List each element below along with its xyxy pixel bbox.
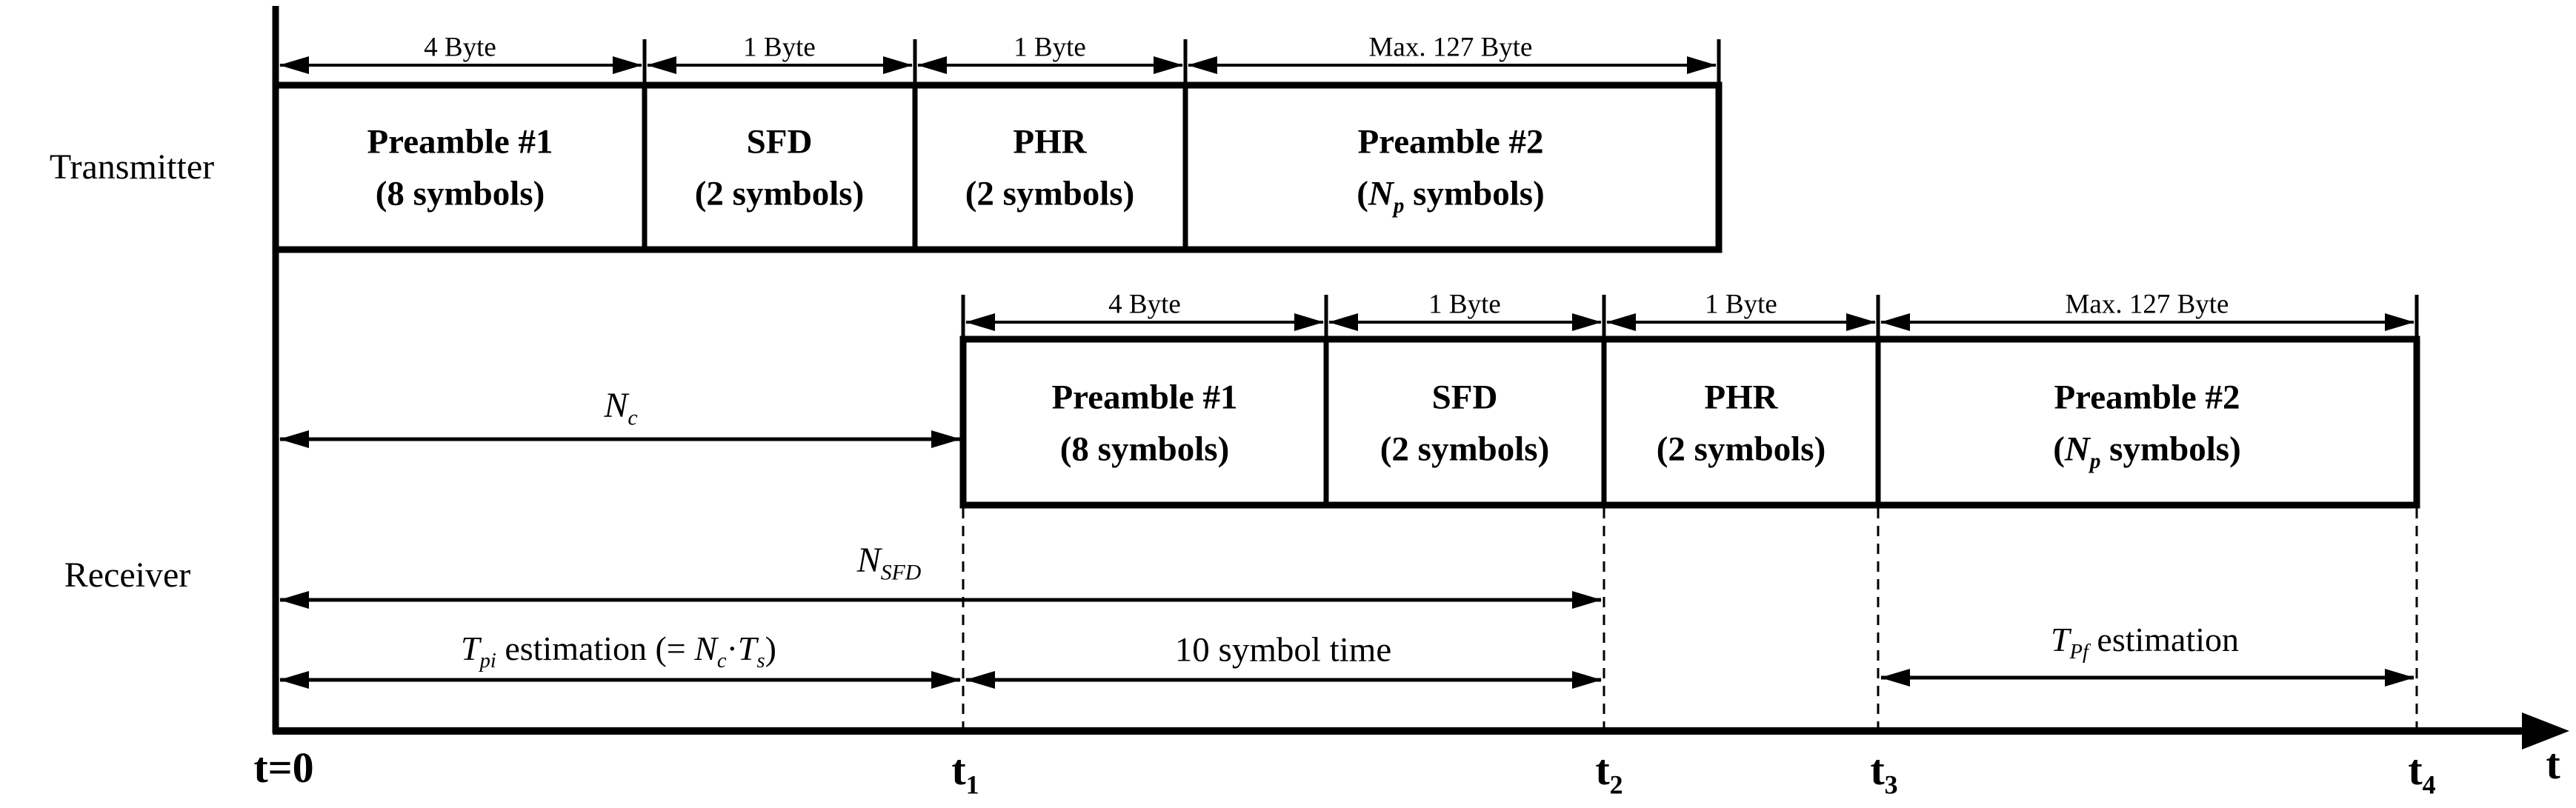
axis-label-t2: t2 bbox=[1595, 746, 1623, 800]
byte-label: Max. 127 Byte bbox=[2065, 289, 2229, 320]
segment-subtitle: (2 symbols) bbox=[965, 174, 1135, 213]
time-axis-arrowhead bbox=[2522, 712, 2569, 749]
segment-title-preamble2: Preamble #2 bbox=[1357, 122, 1544, 161]
segment-subtitle: (Np symbols) bbox=[2053, 430, 2241, 473]
byte-label: 4 Byte bbox=[424, 32, 496, 63]
segment-subtitle: (8 symbols) bbox=[1059, 430, 1230, 469]
transmitter-label: Transmitter bbox=[49, 147, 215, 187]
segment-title-phr: PHR bbox=[1704, 378, 1778, 417]
tpi-estimation-label: Tpi estimation (= Nc·Ts) bbox=[461, 630, 776, 673]
segment-title-sfd: SFD bbox=[746, 122, 813, 161]
byte-label: 1 Byte bbox=[1705, 289, 1777, 320]
byte-label: 1 Byte bbox=[1014, 32, 1086, 63]
segment-title-phr: PHR bbox=[1013, 122, 1087, 161]
nsfd-label: NSFD bbox=[856, 541, 922, 585]
segment-subtitle: (Np symbols) bbox=[1357, 174, 1545, 218]
axis-label-t0: t=0 bbox=[253, 744, 314, 792]
byte-label: 4 Byte bbox=[1108, 289, 1181, 320]
axis-label-t3: t3 bbox=[1870, 746, 1898, 800]
tpf-estimation-label: TPf estimation bbox=[2050, 621, 2240, 664]
segment-subtitle: (2 symbols) bbox=[694, 174, 865, 213]
segment-title-preamble1: Preamble #1 bbox=[1051, 378, 1238, 417]
segment-title-sfd: SFD bbox=[1431, 378, 1498, 417]
transmitter-frame-border bbox=[272, 81, 1723, 253]
segment-subtitle: (2 symbols) bbox=[1656, 430, 1826, 469]
byte-label: Max. 127 Byte bbox=[1368, 32, 1533, 63]
ten-symbol-time-label: 10 symbol time bbox=[1174, 630, 1392, 670]
axis-label-t1: t1 bbox=[951, 746, 979, 800]
receiver-label: Receiver bbox=[64, 555, 191, 595]
receiver-frame-border bbox=[959, 335, 2420, 509]
nc-label: Nc bbox=[604, 386, 638, 430]
segment-title-preamble2: Preamble #2 bbox=[2054, 378, 2240, 417]
segment-title-preamble1: Preamble #1 bbox=[367, 122, 553, 161]
byte-label: 1 Byte bbox=[743, 32, 816, 63]
segment-subtitle: (8 symbols) bbox=[375, 174, 545, 213]
axis-label-t: t bbox=[2546, 740, 2560, 788]
byte-label: 1 Byte bbox=[1428, 289, 1501, 320]
axis-label-t4: t4 bbox=[2408, 746, 2436, 800]
segment-subtitle: (2 symbols) bbox=[1379, 430, 1550, 469]
